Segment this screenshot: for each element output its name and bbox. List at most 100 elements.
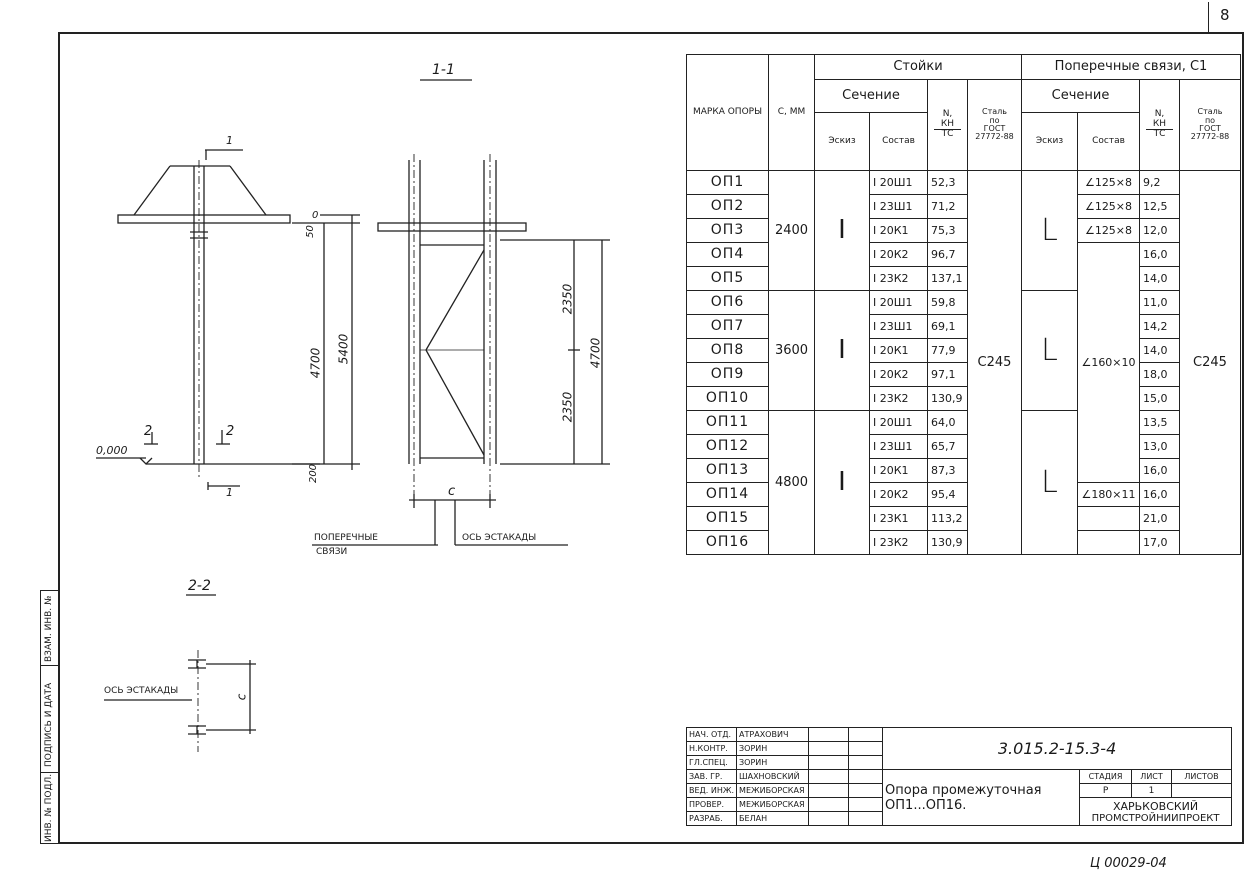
header-steel2-po: по <box>1204 115 1216 125</box>
row-brace-force: 12,5 <box>1139 194 1180 219</box>
stamp-role: НАЧ. ОТД. <box>685 727 738 742</box>
row-force: 97,1 <box>927 362 968 387</box>
drawing-title-line-1: Опора промежуточная <box>885 782 1042 798</box>
row-composition: I 23К2 <box>869 386 928 411</box>
dim-5400: 5400 <box>336 333 351 365</box>
row-force: 71,2 <box>927 194 968 219</box>
row-c-value: 4800 <box>768 410 815 555</box>
header-n-label: N, <box>942 109 953 120</box>
stamp-date <box>848 755 884 770</box>
post-sketch-icon: I <box>814 170 870 291</box>
stamp-stage-value: Р <box>1079 783 1133 798</box>
stamp-sheet-value: 1 <box>1131 783 1173 798</box>
row-brace-force: 16,0 <box>1139 482 1180 507</box>
brace-composition: ∠180×11 <box>1077 482 1140 507</box>
row-brace-force: 13,5 <box>1139 410 1180 435</box>
brace-sketch-icon: L <box>1021 290 1078 411</box>
row-mark: ОП11 <box>686 410 769 435</box>
brace-composition-empty <box>1077 506 1140 531</box>
row-mark: ОП2 <box>686 194 769 219</box>
margin-divider-1 <box>40 665 58 666</box>
header-n2-unit-bottom: ТС <box>1153 129 1166 140</box>
section-1-title: 1-1 <box>432 62 455 78</box>
header-n2-unit-top: КН <box>1146 119 1173 131</box>
row-brace-force: 14,0 <box>1139 266 1180 291</box>
row-force: 65,7 <box>927 434 968 459</box>
section-mark-2-left: 2 <box>144 424 153 439</box>
row-brace-force: 11,0 <box>1139 290 1180 315</box>
stamp-role: ПРОВЕР. <box>685 797 738 812</box>
header-steel-num: 27772-88 <box>975 132 1014 142</box>
row-composition: I 23Ш1 <box>869 434 928 459</box>
drawing-frame <box>58 32 1244 844</box>
dim-4700-left: 4700 <box>308 347 323 379</box>
stamp-signature <box>808 755 850 770</box>
stamp-name: МЕЖИБОРСКАЯ <box>736 783 810 798</box>
row-force: 96,7 <box>927 242 968 267</box>
header-n2-label: N, <box>1154 109 1165 120</box>
dim-50: 50 <box>304 225 316 238</box>
row-force: 64,0 <box>927 410 968 435</box>
row-composition: I 23К2 <box>869 266 928 291</box>
header-n2: N, КН ТС <box>1139 79 1180 171</box>
header-section: Сечение <box>814 79 928 113</box>
brace-composition: ∠125×8 <box>1077 194 1140 219</box>
stamp-date <box>848 741 884 756</box>
row-composition: I 23К1 <box>869 506 928 531</box>
row-brace-force: 18,0 <box>1139 362 1180 387</box>
stamp-signature <box>808 769 850 784</box>
dim-4700-right: 4700 <box>588 337 603 369</box>
brace-sketch-icon: L <box>1021 170 1078 291</box>
section-2-title: 2-2 <box>188 578 211 594</box>
header-sketch: Эскиз <box>814 112 870 171</box>
brace-composition: ∠125×8 <box>1077 218 1140 243</box>
post-steel: C245 <box>967 170 1022 555</box>
row-c-value: 2400 <box>768 170 815 291</box>
stamp-date <box>848 783 884 798</box>
row-brace-force: 15,0 <box>1139 386 1180 411</box>
row-mark: ОП1 <box>686 170 769 195</box>
row-composition: I 20К1 <box>869 458 928 483</box>
row-brace-force: 17,0 <box>1139 530 1180 555</box>
row-mark: ОП10 <box>686 386 769 411</box>
row-force: 69,1 <box>927 314 968 339</box>
brace-composition: ∠160×10 <box>1077 242 1140 483</box>
row-force: 59,8 <box>927 290 968 315</box>
stamp-name: ЗОРИН <box>736 741 810 756</box>
row-mark: ОП5 <box>686 266 769 291</box>
row-mark: ОП9 <box>686 362 769 387</box>
stamp-name: АТРАХОВИЧ <box>736 727 810 742</box>
row-mark: ОП8 <box>686 338 769 363</box>
row-composition: I 20К1 <box>869 218 928 243</box>
row-composition: I 20К2 <box>869 362 928 387</box>
header-braces: Поперечные связи, C1 <box>1021 54 1241 80</box>
cut-mark-1-bottom: 1 <box>226 486 233 499</box>
archive-code: Ц 00029-04 <box>1090 856 1167 871</box>
row-force: 75,3 <box>927 218 968 243</box>
header-composition-2: Состав <box>1077 112 1140 171</box>
post-sketch-icon: I <box>814 410 870 555</box>
header-n-unit-top: КН <box>934 119 961 131</box>
header-posts: Стойки <box>814 54 1022 80</box>
row-force: 130,9 <box>927 386 968 411</box>
spec-table: МАРКА ОПОРЫ C, ММ Стойки Поперечные связ… <box>686 54 1241 555</box>
header-n-unit-bottom: ТС <box>941 129 954 140</box>
header-sketch-2: Эскиз <box>1021 112 1078 171</box>
stamp-name: МЕЖИБОРСКАЯ <box>736 797 810 812</box>
stamp-role: ЗАВ. ГР. <box>685 769 738 784</box>
header-steel2-num: 27772-88 <box>1190 132 1230 142</box>
stamp-signature <box>808 797 850 812</box>
margin-divider-2 <box>40 772 58 773</box>
stamp-role: ВЕД. ИНЖ. <box>685 783 738 798</box>
organization-line-2: ПРОМСТРОЙНИИПРОЕКТ <box>1091 812 1220 824</box>
stamp-signature <box>808 783 850 798</box>
stamp-row: Н.КОНТР.ЗОРИН <box>685 741 1232 756</box>
